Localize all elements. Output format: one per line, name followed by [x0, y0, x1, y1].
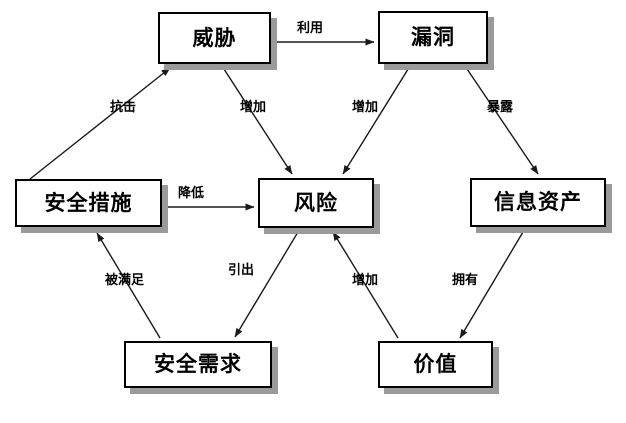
edge-label-requirement-satisfied-by-safeguard: 被满足 — [105, 273, 145, 288]
node-asset[interactable]: 信息资产 — [470, 178, 606, 227]
edge-label-threat-exploits-vuln: 利用 — [297, 21, 324, 36]
node-label: 安全措施 — [44, 190, 133, 215]
edge-label-asset-owns-value: 拥有 — [452, 273, 479, 288]
edge-label-risk-derives-requirement: 引出 — [228, 263, 255, 278]
node-value[interactable]: 价值 — [378, 341, 493, 388]
edge-safeguard-counters-threat — [29, 67, 171, 180]
node-label: 威胁 — [192, 25, 237, 50]
edge-risk-derives-requirement — [234, 231, 299, 338]
edge-label-vuln-exposes-asset: 暴露 — [487, 100, 514, 115]
node-label: 价值 — [413, 352, 458, 376]
edge-value-increases-risk — [332, 231, 399, 339]
node-label: 风险 — [294, 190, 338, 215]
edge-threat-increases-risk — [221, 65, 293, 175]
node-label: 安全需求 — [154, 352, 242, 376]
node-vulnerability[interactable]: 漏洞 — [378, 11, 488, 64]
edge-vuln-increases-risk — [342, 65, 411, 175]
edge-asset-owns-value — [459, 231, 524, 339]
node-risk[interactable]: 风险 — [258, 178, 374, 228]
node-safeguard[interactable]: 安全措施 — [15, 179, 162, 227]
node-label: 漏洞 — [411, 25, 455, 49]
node-label: 信息资产 — [494, 190, 582, 214]
edge-vuln-exposes-asset — [464, 65, 539, 175]
node-threat[interactable]: 威胁 — [158, 12, 271, 64]
node-requirement[interactable]: 安全需求 — [124, 341, 272, 388]
edge-label-threat-increases-risk: 增加 — [240, 100, 267, 115]
edge-label-safeguard-counters-threat: 抗击 — [110, 100, 137, 115]
edge-label-safeguard-reduces-risk: 降低 — [178, 186, 205, 201]
edge-requirement-satisfied-by-safeguard — [96, 232, 161, 339]
edge-label-vuln-increases-risk: 增加 — [352, 100, 379, 115]
edge-label-value-increases-risk: 增加 — [352, 273, 379, 288]
